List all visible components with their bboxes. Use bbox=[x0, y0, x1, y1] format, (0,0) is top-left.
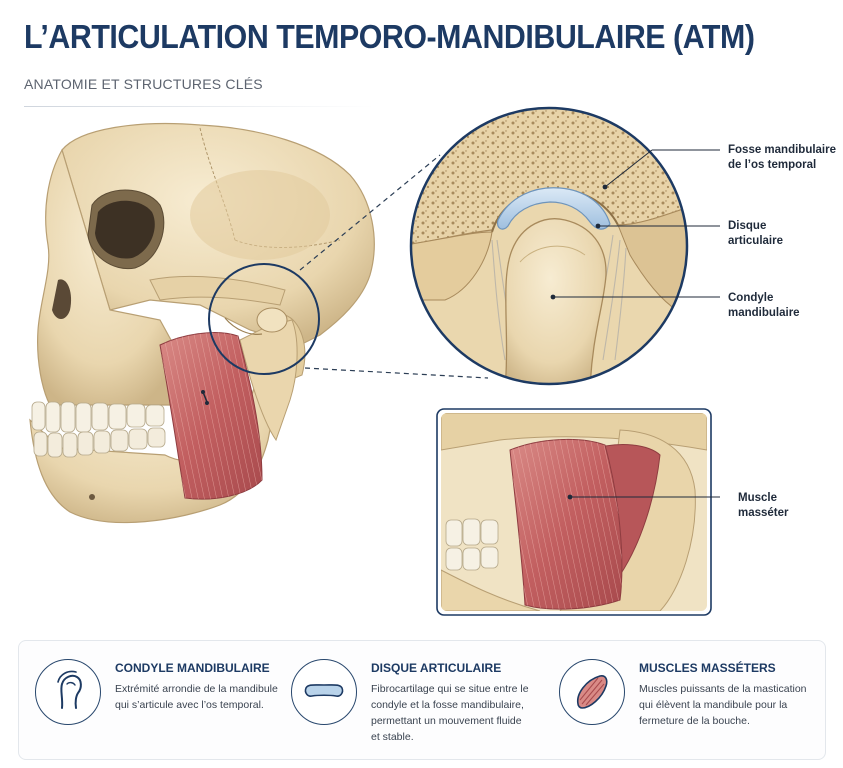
joint-zoom-view bbox=[411, 108, 687, 384]
page-subtitle: ANATOMIE ET STRUCTURES CLÉS bbox=[24, 76, 263, 92]
focus-ring bbox=[208, 263, 320, 375]
anatomy-illustration bbox=[29, 106, 720, 616]
label-disque-articulaire: Disque articulaire bbox=[728, 219, 783, 249]
card-condyle-line: qui s’articule avec l’os temporal. bbox=[115, 699, 264, 711]
card-condyle: CONDYLE MANDIBULAIRE Extrémité arrondie … bbox=[35, 641, 285, 759]
card-muscles-title: MUSCLES MASSÉTERS bbox=[639, 661, 776, 675]
title-divider bbox=[24, 106, 374, 107]
card-disque-line: condyle et la fosse mandibulaire, bbox=[371, 699, 524, 711]
card-muscles: MUSCLES MASSÉTERS Muscles puissants de l… bbox=[559, 641, 819, 759]
label-fosse-line1: Fosse mandibulaire bbox=[728, 144, 837, 156]
card-condyle-title: CONDYLE MANDIBULAIRE bbox=[115, 661, 270, 675]
label-muscle-masseter: Muscle masséter bbox=[738, 491, 789, 521]
label-muscle-line1: Muscle bbox=[738, 492, 777, 504]
card-muscles-line: qui élèvent la mandibule pour la bbox=[639, 699, 788, 711]
card-disque-line: Fibrocartilage qui se situe entre le bbox=[371, 683, 529, 695]
card-condyle-desc: Extrémité arrondie de la mandibule qui s… bbox=[115, 681, 278, 713]
label-condyle-line2: mandibulaire bbox=[728, 307, 800, 319]
card-condyle-line: Extrémité arrondie de la mandibule bbox=[115, 683, 278, 695]
label-condyle-line1: Condyle bbox=[728, 292, 774, 304]
card-muscles-line: Muscles puissants de la mastication bbox=[639, 683, 807, 695]
label-muscle-line2: masséter bbox=[738, 507, 789, 519]
card-muscles-line: fermeture de la bouche. bbox=[639, 715, 750, 727]
condyle-icon bbox=[35, 659, 101, 725]
disc-icon bbox=[291, 659, 357, 725]
muscle-icon bbox=[559, 659, 625, 725]
label-disque-line2: articulaire bbox=[728, 235, 783, 247]
label-fosse-line2: de l’os temporal bbox=[728, 159, 817, 171]
card-disque-line: permettant un mouvement fluide bbox=[371, 715, 522, 727]
page-title: L’ARTICULATION TEMPORO-MANDIBULAIRE (ATM… bbox=[24, 18, 755, 55]
card-disque: DISQUE ARTICULAIRE Fibrocartilage qui se… bbox=[291, 641, 551, 759]
card-disque-title: DISQUE ARTICULAIRE bbox=[371, 661, 502, 675]
info-panel: CONDYLE MANDIBULAIRE Extrémité arrondie … bbox=[18, 640, 826, 760]
label-fosse-mandibulaire: Fosse mandibulaire de l’os temporal bbox=[728, 143, 836, 173]
label-disque-line1: Disque bbox=[728, 220, 767, 232]
card-disque-desc: Fibrocartilage qui se situe entre le con… bbox=[371, 681, 529, 745]
skull-illustration bbox=[29, 123, 375, 524]
masseter-detail-view bbox=[441, 413, 707, 611]
card-muscles-desc: Muscles puissants de la mastication qui … bbox=[639, 681, 807, 729]
card-disque-line: et stable. bbox=[371, 731, 414, 743]
label-condyle-mandibulaire: Condyle mandibulaire bbox=[728, 291, 800, 321]
